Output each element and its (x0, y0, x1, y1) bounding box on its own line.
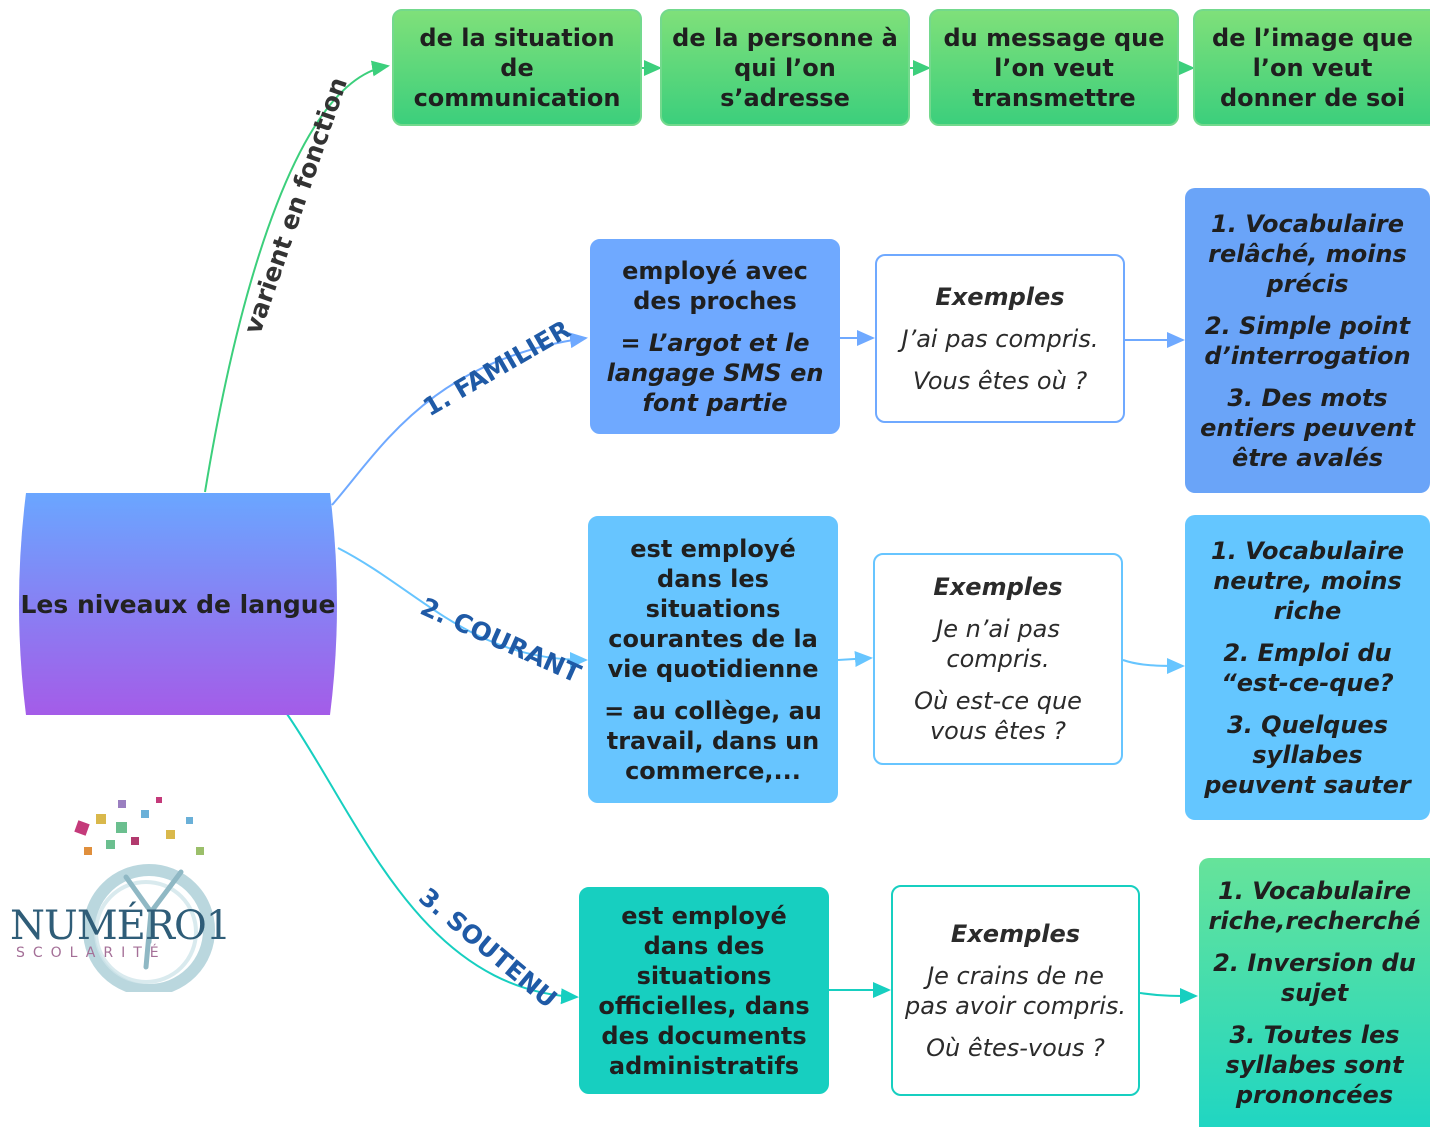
familier-features: 1. Vocabulaire relâché, moins précis 2. … (1185, 188, 1430, 493)
courant-feature-3: 3. Quelques syllabes peuvent sauter (1204, 710, 1411, 799)
familier-definition-line2: = L’argot et le langage SMS en font part… (606, 328, 824, 417)
top-box-personne: de la personne à qui l’on s’adresse (660, 9, 910, 126)
top-box-image: de l’image que l’on veut donner de soi (1193, 9, 1430, 126)
link-soutenu (286, 713, 579, 1005)
familier-definition-line1: employé avec des proches (622, 256, 808, 315)
courant-example-1: Je n’ai pas compris. (936, 615, 1060, 673)
soutenu-features: 1. Vocabulaire riche,recherché 2. Invers… (1199, 858, 1430, 1127)
top-box-image-text: de l’image que l’on veut donner de soi (1212, 23, 1413, 112)
courant-feature-1: 1. Vocabulaire neutre, moins riche (1211, 536, 1404, 625)
courant-example-2: Où est-ce que vous êtes ? (914, 687, 1082, 745)
link-courant-ex (837, 650, 873, 667)
link-courant (337, 547, 588, 668)
soutenu-feature-1: 1. Vocabulaire riche,recherché (1208, 876, 1421, 935)
familier-definition: employé avec des proches = L’argot et le… (590, 239, 840, 434)
link-familier (331, 332, 588, 506)
top-box-situation-text: de la situation de communication (413, 23, 621, 112)
soutenu-feature-2: 2. Inversion du sujet (1213, 948, 1416, 1007)
courant-definition-line1: est employé dans les situations courante… (607, 534, 819, 683)
familier-examples: Exemples J’ai pas compris. Vous êtes où … (875, 254, 1125, 423)
courant-definition: est employé dans les situations courante… (588, 516, 838, 803)
logo-subword: SCOLARITÉ (16, 945, 167, 961)
familier-example-1: J’ai pas compris. (901, 324, 1099, 353)
center-node: Les niveaux de langue (18, 493, 338, 715)
courant-features: 1. Vocabulaire neutre, moins riche 2. Em… (1185, 515, 1430, 820)
top-box-personne-text: de la personne à qui l’on s’adresse (672, 23, 898, 112)
top-box-situation: de la situation de communication (392, 9, 642, 126)
numero1-logo (74, 797, 215, 992)
soutenu-examples-title: Exemples (950, 919, 1081, 948)
center-label: Les niveaux de langue (20, 589, 336, 619)
soutenu-definition: est employé dans des situations officiel… (579, 887, 829, 1094)
link-soutenu-res (1139, 987, 1198, 1004)
soutenu-example-1: Je crains de ne pas avoir compris. (905, 961, 1126, 1020)
familier-feature-2: 2. Simple point d’interrogation (1204, 311, 1411, 370)
familier-example-2: Vous êtes où ? (912, 366, 1088, 395)
soutenu-examples: Exemples Je crains de ne pas avoir compr… (891, 885, 1140, 1096)
link-courant-res (1122, 657, 1185, 674)
courant-examples-title: Exemples (933, 573, 1063, 601)
courant-feature-2: 2. Emploi du “est-ce-que? (1221, 638, 1394, 697)
familier-feature-1: 1. Vocabulaire relâché, moins précis (1208, 209, 1407, 298)
familier-examples-title: Exemples (935, 282, 1065, 311)
link-top-branch (204, 60, 390, 493)
soutenu-example-2: Où êtes-vous ? (926, 1033, 1105, 1062)
top-box-message: du message que l’on veut transmettre (929, 9, 1179, 126)
courant-examples: Exemples Je n’ai pas compris. Où est-ce … (873, 553, 1123, 765)
familier-feature-3: 3. Des mots entiers peuvent être avalés (1200, 383, 1415, 472)
courant-definition-line2: = au collège, au travail, dans un commer… (604, 696, 822, 785)
logo-wordmark: NUMÉRO1 (10, 903, 231, 949)
top-box-message-text: du message que l’on veut transmettre (943, 23, 1165, 112)
soutenu-feature-3: 3. Toutes les syllabes sont prononcées (1225, 1020, 1404, 1109)
center-shape (19, 493, 337, 715)
soutenu-definition-line1: est employé dans des situations officiel… (598, 901, 810, 1080)
